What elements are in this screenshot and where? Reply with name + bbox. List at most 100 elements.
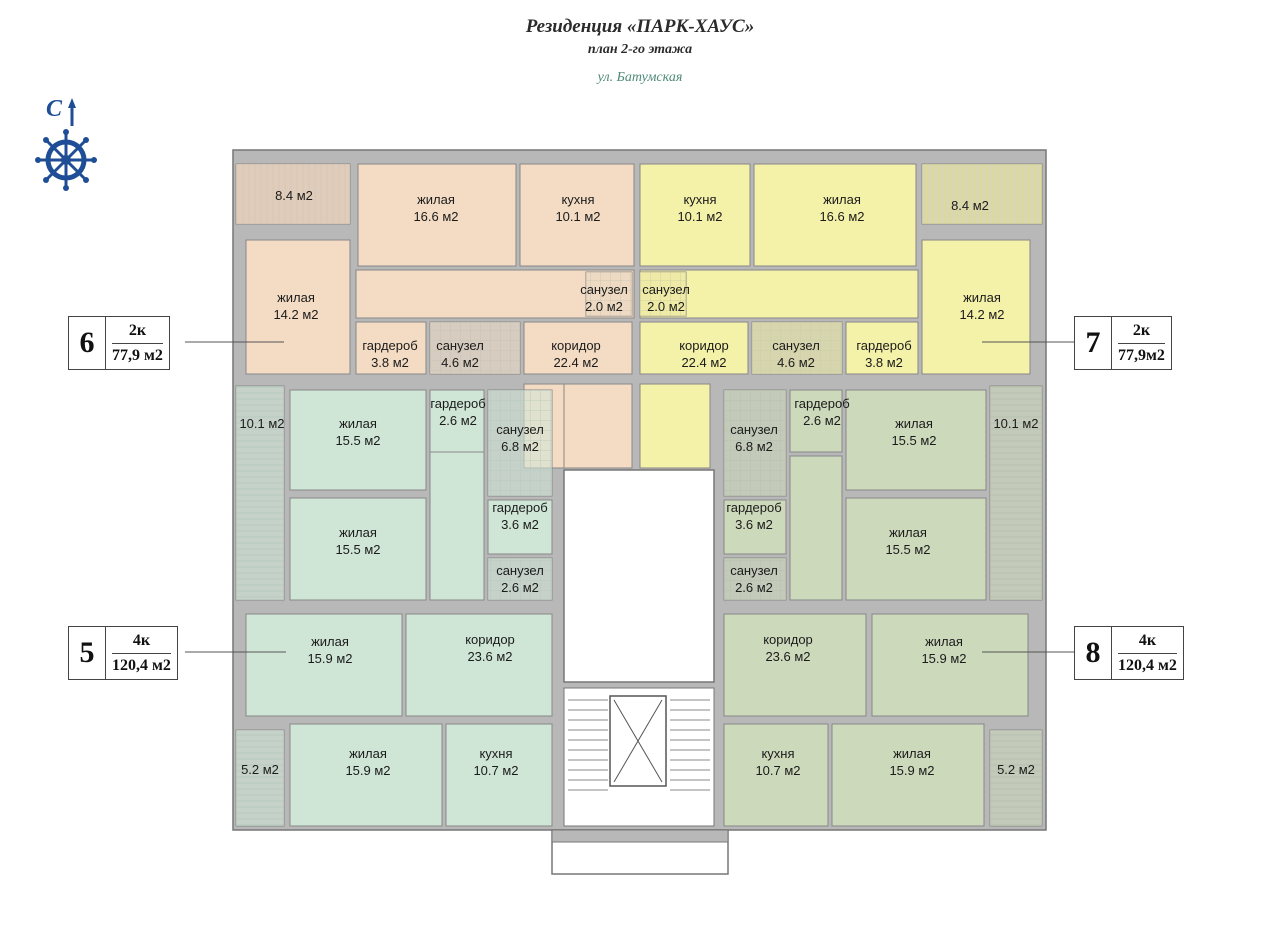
room-name: санузел: [772, 338, 820, 353]
room-area: 23.6 м2: [765, 649, 810, 664]
room-area: 2.0 м2: [647, 299, 685, 314]
apartment-5-area: [235, 385, 553, 827]
room-area: 3.8 м2: [865, 355, 903, 370]
room-name: санузел: [580, 282, 628, 297]
room-name: гардероб: [492, 500, 547, 515]
room-area: 16.6 м2: [413, 209, 458, 224]
badge-leader-lines: [185, 341, 1074, 653]
room-area: 15.9 м2: [307, 651, 352, 666]
room-area: 3.6 м2: [501, 517, 539, 532]
street-name: ул. Батумская: [597, 70, 683, 85]
room-area: 3.6 м2: [735, 517, 773, 532]
room-name: коридор: [679, 338, 729, 353]
page-subtitle: план 2-го этажа: [587, 42, 693, 57]
room-name: жилая: [277, 290, 315, 305]
apartment-area: 120,4 м2: [112, 656, 171, 674]
room-name: санузел: [436, 338, 484, 353]
room-name: кухня: [479, 746, 512, 761]
room-area: 5.2 м2: [241, 762, 279, 777]
apartment-rooms: 2к: [128, 321, 147, 339]
apartment-area: 77,9 м2: [112, 346, 163, 364]
apartment-badge-5: 5 4к 120,4 м2: [68, 626, 178, 680]
room-name: гардероб: [856, 338, 911, 353]
apartment-badge-7: 7 2к 77,9м2: [1074, 316, 1172, 370]
apartment-rooms: 4к: [132, 631, 151, 649]
room-area: 15.5 м2: [335, 542, 380, 557]
room-name: санузел: [642, 282, 690, 297]
room-name: коридор: [465, 632, 515, 647]
room-area: 10.1 м2: [555, 209, 600, 224]
room-area: 22.4 м2: [681, 355, 726, 370]
room-area: 10.1 м2: [239, 416, 284, 431]
room-area: 6.8 м2: [501, 439, 539, 454]
room-area: 15.9 м2: [345, 763, 390, 778]
apartment-rooms: 4к: [1138, 631, 1157, 649]
room-name: санузел: [730, 422, 778, 437]
room-area: 2.6 м2: [735, 580, 773, 595]
stairwell: [563, 687, 715, 827]
room-area: 14.2 м2: [959, 307, 1004, 322]
room-area: 10.7 м2: [755, 763, 800, 778]
room-area: 5.2 м2: [997, 762, 1035, 777]
room-name: жилая: [311, 634, 349, 649]
room-name: гардероб: [726, 500, 781, 515]
apartment-area: 77,9м2: [1118, 346, 1165, 364]
room-name: кухня: [683, 192, 716, 207]
room-area: 15.9 м2: [889, 763, 934, 778]
room-name: санузел: [730, 563, 778, 578]
room-name: жилая: [889, 525, 927, 540]
apartment-area: 120,4 м2: [1118, 656, 1177, 674]
room-name: кухня: [561, 192, 594, 207]
room-area: 2.6 м2: [501, 580, 539, 595]
room-name: жилая: [895, 416, 933, 431]
room-area: 16.6 м2: [819, 209, 864, 224]
room-area: 8.4 м2: [275, 188, 313, 203]
room-name: жилая: [339, 416, 377, 431]
compass-north-letter: С: [46, 96, 63, 122]
room-name: гардероб: [430, 396, 485, 411]
apartment-8-area: [723, 385, 1043, 827]
room-name: жилая: [963, 290, 1001, 305]
room-area: 15.5 м2: [891, 433, 936, 448]
room-name: гардероб: [362, 338, 417, 353]
apartment-badge-6: 6 2к 77,9 м2: [68, 316, 170, 370]
room-area: 2.0 м2: [585, 299, 623, 314]
room-area: 6.8 м2: [735, 439, 773, 454]
room-name: санузел: [496, 422, 544, 437]
room-name: коридор: [763, 632, 813, 647]
room-name: жилая: [339, 525, 377, 540]
room-area: 10.1 м2: [993, 416, 1038, 431]
room-area: 4.6 м2: [441, 355, 479, 370]
apartment-number: 7: [1075, 317, 1112, 369]
room-name: коридор: [551, 338, 601, 353]
apartment-number: 5: [69, 627, 106, 679]
room-area: 10.7 м2: [473, 763, 518, 778]
ship-wheel-compass-icon: С: [24, 92, 108, 192]
room-labels: 8.4 м2 жилая 16.6 м2 кухня 10.1 м2 жилая…: [239, 188, 1038, 778]
room-area: 10.1 м2: [677, 209, 722, 224]
page-title: Резиденция «ПАРК-ХАУС»: [525, 16, 755, 37]
room-area: 4.6 м2: [777, 355, 815, 370]
room-area: 15.5 м2: [335, 433, 380, 448]
room-name: кухня: [761, 746, 794, 761]
room-name: гардероб: [794, 396, 849, 411]
room-area: 2.6 м2: [803, 413, 841, 428]
apartment-number: 6: [69, 317, 106, 369]
apartment-7-area: [639, 163, 1043, 469]
room-name: жилая: [349, 746, 387, 761]
room-name: жилая: [417, 192, 455, 207]
room-name: санузел: [496, 563, 544, 578]
room-area: 3.8 м2: [371, 355, 409, 370]
room-name: жилая: [893, 746, 931, 761]
room-area: 15.9 м2: [921, 651, 966, 666]
room-name: жилая: [823, 192, 861, 207]
room-area: 14.2 м2: [273, 307, 318, 322]
room-area: 2.6 м2: [439, 413, 477, 428]
apartment-rooms: 2к: [1132, 321, 1151, 339]
room-area: 22.4 м2: [553, 355, 598, 370]
room-area: 23.6 м2: [467, 649, 512, 664]
room-name: жилая: [925, 634, 963, 649]
